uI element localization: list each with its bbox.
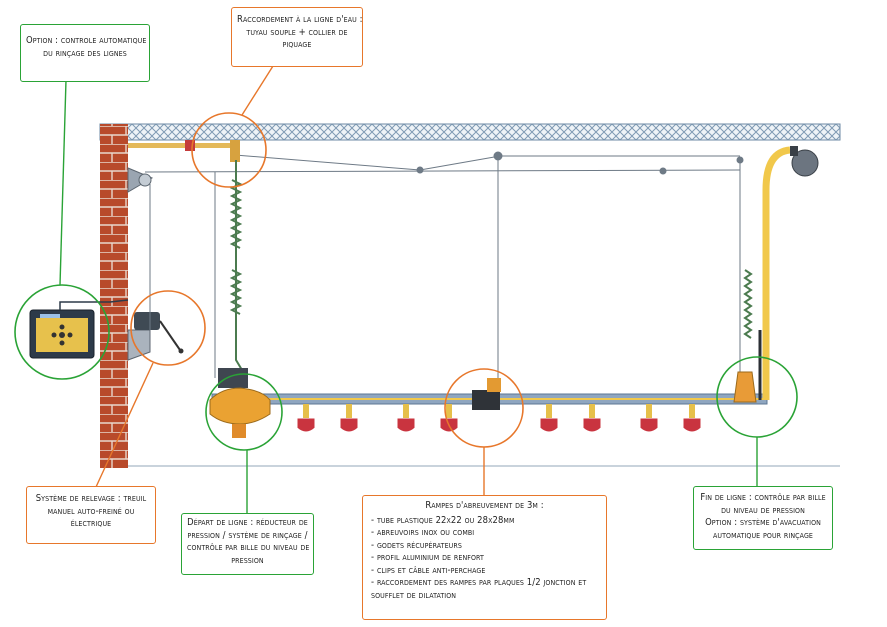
rampes-item: godets récupérateurs bbox=[371, 540, 598, 553]
circle-control-unit bbox=[14, 284, 110, 380]
label-line: du niveau de pression bbox=[721, 504, 805, 516]
highlight-circles bbox=[14, 112, 798, 451]
label-line: piquage bbox=[282, 39, 312, 50]
control-unit-icon bbox=[29, 299, 129, 359]
label-line: Départ de ligne : réducteur de bbox=[187, 517, 308, 528]
end-of-line-icon bbox=[733, 146, 819, 403]
label-line: Raccordement à la ligne d'eau : bbox=[237, 14, 363, 25]
rampes-title: Rampes d'abreuvement de 3m : bbox=[425, 500, 544, 511]
ceiling bbox=[99, 123, 841, 141]
label-line: Fin de ligne : contrôle par bille bbox=[700, 492, 826, 503]
label-raccordement: Raccordement à la ligne d'eau : tuyau so… bbox=[231, 7, 363, 67]
junction-plate-icon bbox=[472, 378, 501, 410]
label-line: automatique pour rinçage bbox=[712, 529, 814, 541]
label-line: tuyau souple + collier de bbox=[246, 26, 348, 38]
leader-lines bbox=[59, 65, 758, 514]
vertical-hose bbox=[229, 160, 243, 371]
label-line: du rinçage des lignes bbox=[43, 47, 127, 59]
label-line: contrôle par bille du niveau de bbox=[187, 542, 310, 553]
rampes-item: abreuvoirs inox ou combi bbox=[371, 527, 598, 540]
rampes-item: raccordement des rampes par plaques 1/2 … bbox=[371, 577, 598, 602]
label-relevage: Système de relevage : treuil manuel auto… bbox=[26, 486, 156, 544]
label-rampes: Rampes d'abreuvement de 3m : tube plasti… bbox=[362, 495, 607, 620]
label-line: manuel auto-freiné ou bbox=[47, 505, 135, 517]
label-depart: Départ de ligne : réducteur de pression … bbox=[181, 513, 314, 575]
label-line: pression bbox=[231, 554, 264, 566]
label-line: électrique bbox=[70, 518, 112, 529]
label-fin: Fin de ligne : contrôle par bille du niv… bbox=[693, 486, 833, 550]
label-line: Option : système d'avacuation bbox=[705, 517, 821, 528]
drinker-nipples bbox=[303, 404, 695, 418]
rampes-item: tube plastique 22x22 ou 28x28mm bbox=[371, 515, 598, 528]
rampes-item: clips et câble anti-perchage bbox=[371, 565, 598, 578]
rampes-item: profil aluminium de renfort bbox=[371, 552, 598, 565]
pulley-icon bbox=[127, 167, 154, 193]
label-line: Système de relevage : treuil bbox=[35, 493, 147, 504]
water-supply-pipe bbox=[128, 140, 240, 162]
label-line: Option : controle automatique bbox=[26, 35, 147, 46]
brick-wall bbox=[100, 124, 128, 468]
pressure-reducer-icon bbox=[209, 368, 271, 438]
winch-icon bbox=[127, 312, 184, 361]
label-option-rincage: Option : controle automatique du rinçage… bbox=[20, 24, 150, 82]
circle-winch bbox=[130, 290, 206, 366]
drinker-cups bbox=[296, 417, 702, 433]
label-line: pression / système de rinçage / bbox=[187, 529, 308, 541]
circle-raccordement bbox=[191, 112, 267, 188]
circle-depart bbox=[205, 373, 283, 451]
